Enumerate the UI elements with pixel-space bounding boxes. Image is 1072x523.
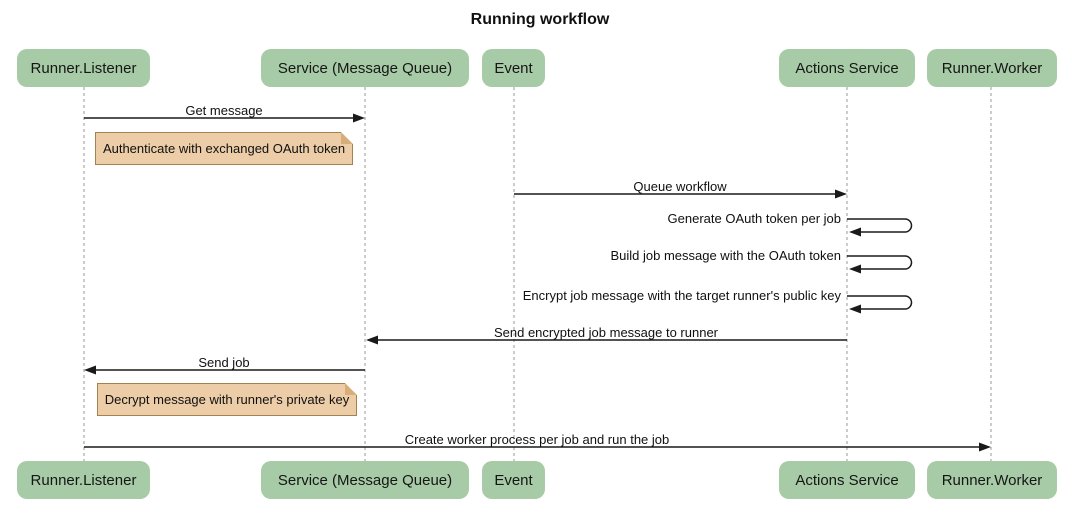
actor-bottom-service-message-queue: Service (Message Queue) [261, 461, 469, 499]
message-label-send-job: Send job [198, 355, 250, 370]
self-arrow-generate-oauth-token [847, 218, 913, 237]
message-label-get-message: Get message [185, 103, 263, 118]
message-label-send-encrypted-job-message: Send encrypted job message to runner [493, 325, 719, 340]
note-fold-icon [345, 383, 357, 395]
note-decrypt-private-key: Decrypt message with runner's private ke… [97, 383, 357, 416]
message-label-create-worker-process: Create worker process per job and run th… [404, 432, 670, 447]
actor-bottom-event: Event [482, 461, 545, 499]
actor-top-runner-worker: Runner.Worker [927, 49, 1057, 87]
actor-top-actions-service: Actions Service [779, 49, 915, 87]
message-label-encrypt-job-message: Encrypt job message with the target runn… [522, 288, 841, 303]
message-label-generate-oauth-token: Generate OAuth token per job [667, 211, 841, 226]
note-authenticate-oauth: Authenticate with exchanged OAuth token [95, 132, 353, 165]
arrow-create-worker-process [84, 442, 991, 452]
arrow-send-encrypted-job-message [366, 335, 847, 345]
arrow-get-message [84, 113, 365, 123]
lifelines [83, 87, 992, 461]
actor-bottom-runner-listener: Runner.Listener [17, 461, 150, 499]
actor-top-runner-listener: Runner.Listener [17, 49, 150, 87]
arrow-queue-workflow [514, 189, 847, 199]
note-text: Authenticate with exchanged OAuth token [102, 141, 346, 156]
message-label-queue-workflow: Queue workflow [633, 179, 727, 194]
diagram-title: Running workflow [470, 11, 610, 28]
self-arrow-build-job-message [847, 255, 913, 274]
self-arrow-encrypt-job-message [847, 295, 913, 314]
actor-bottom-actions-service: Actions Service [779, 461, 915, 499]
actor-top-service-message-queue: Service (Message Queue) [261, 49, 469, 87]
note-text: Decrypt message with runner's private ke… [104, 392, 350, 407]
message-label-build-job-message: Build job message with the OAuth token [610, 248, 841, 263]
arrow-send-job [84, 365, 365, 375]
actor-top-event: Event [482, 49, 545, 87]
note-fold-icon [341, 132, 353, 144]
actor-bottom-runner-worker: Runner.Worker [927, 461, 1057, 499]
